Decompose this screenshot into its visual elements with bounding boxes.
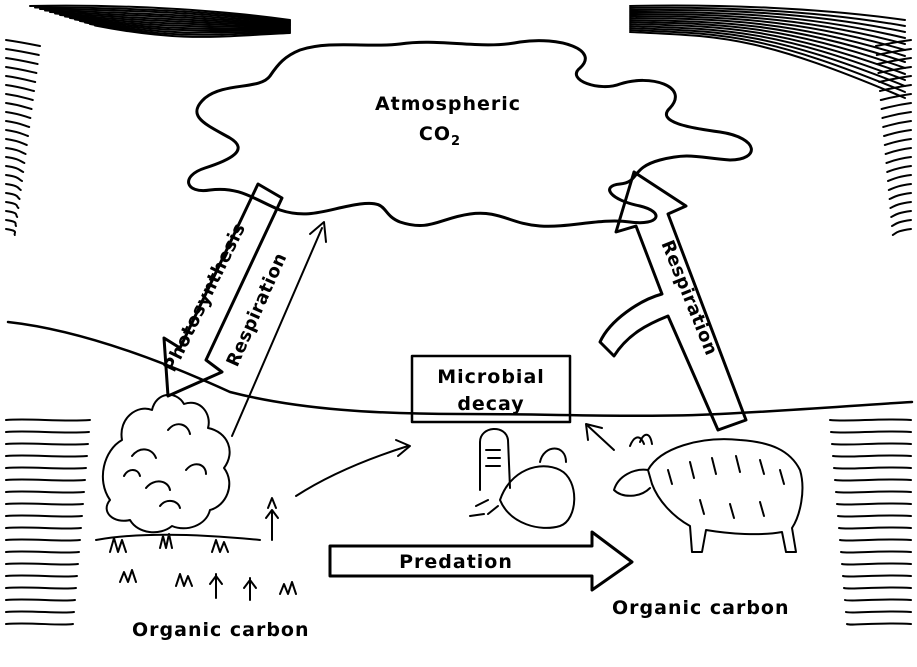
goat-to-decay-arrow: [586, 424, 614, 450]
mountain-goat-illustration: [614, 435, 802, 552]
plant-to-decay-arrow: [296, 440, 410, 496]
co2-main: CO: [419, 123, 451, 145]
microbial-decay-box: Microbial decay: [412, 356, 570, 422]
animal-respiration-arrow: Respiration: [600, 172, 746, 430]
organic-carbon-right-label: Organic carbon: [612, 597, 790, 619]
microbial-label-line2: decay: [457, 393, 524, 415]
plant-respiration-arrow: Respiration: [223, 222, 326, 436]
frame-bottom-left-hatch: [6, 419, 90, 624]
frame-top-right-hatch: [630, 6, 905, 98]
animal-respiration-label: Respiration: [656, 237, 721, 358]
predation-label: Predation: [399, 551, 513, 573]
plant-respiration-label: Respiration: [223, 250, 292, 370]
co2-subscript: 2: [451, 134, 461, 149]
microbial-label-line1: Microbial: [437, 366, 545, 388]
organic-carbon-left-label: Organic carbon: [132, 619, 310, 641]
frame-left-hatch: [6, 40, 40, 235]
frame-bottom-right-hatch: [830, 419, 911, 624]
frame-top-left-hatch: [30, 6, 290, 37]
shrub-illustration: [96, 395, 296, 600]
atmosphere-label-line2: CO2: [419, 123, 461, 149]
predation-arrow: Predation: [330, 532, 632, 590]
frame-right-hatch: [876, 40, 911, 235]
atmospheric-cloud: [189, 41, 752, 227]
atmosphere-label-line1: Atmospheric: [375, 93, 521, 115]
gravestone-carcass-illustration: [470, 429, 574, 528]
